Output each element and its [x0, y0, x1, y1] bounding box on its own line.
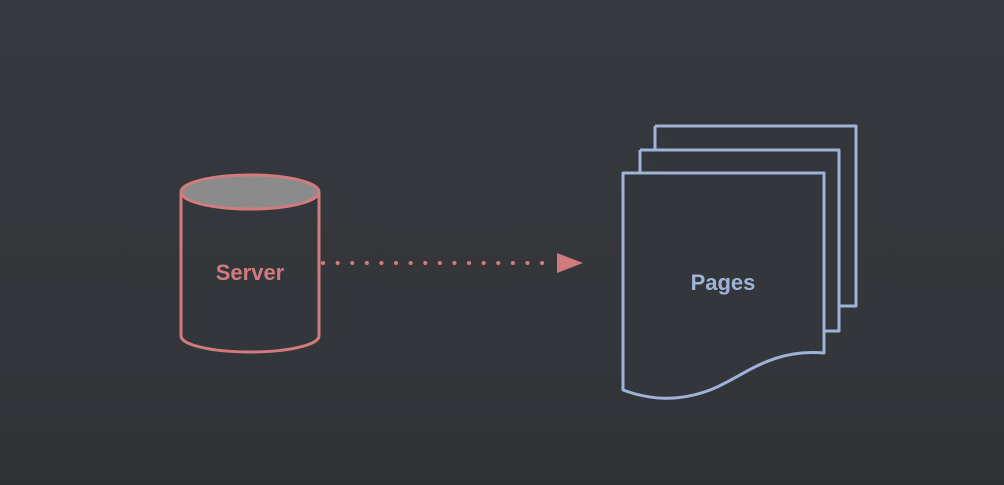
pages-label: Pages	[691, 270, 756, 295]
pages-stack-icon: Pages	[621, 124, 858, 400]
server-label: Server	[216, 260, 285, 285]
flow-arrow	[321, 253, 583, 273]
arrow-head-icon	[557, 253, 583, 273]
server-database-icon: Server	[179, 173, 321, 354]
server-cylinder-top	[179, 173, 321, 211]
page-front	[621, 171, 826, 400]
server-cylinder-body	[179, 192, 321, 354]
